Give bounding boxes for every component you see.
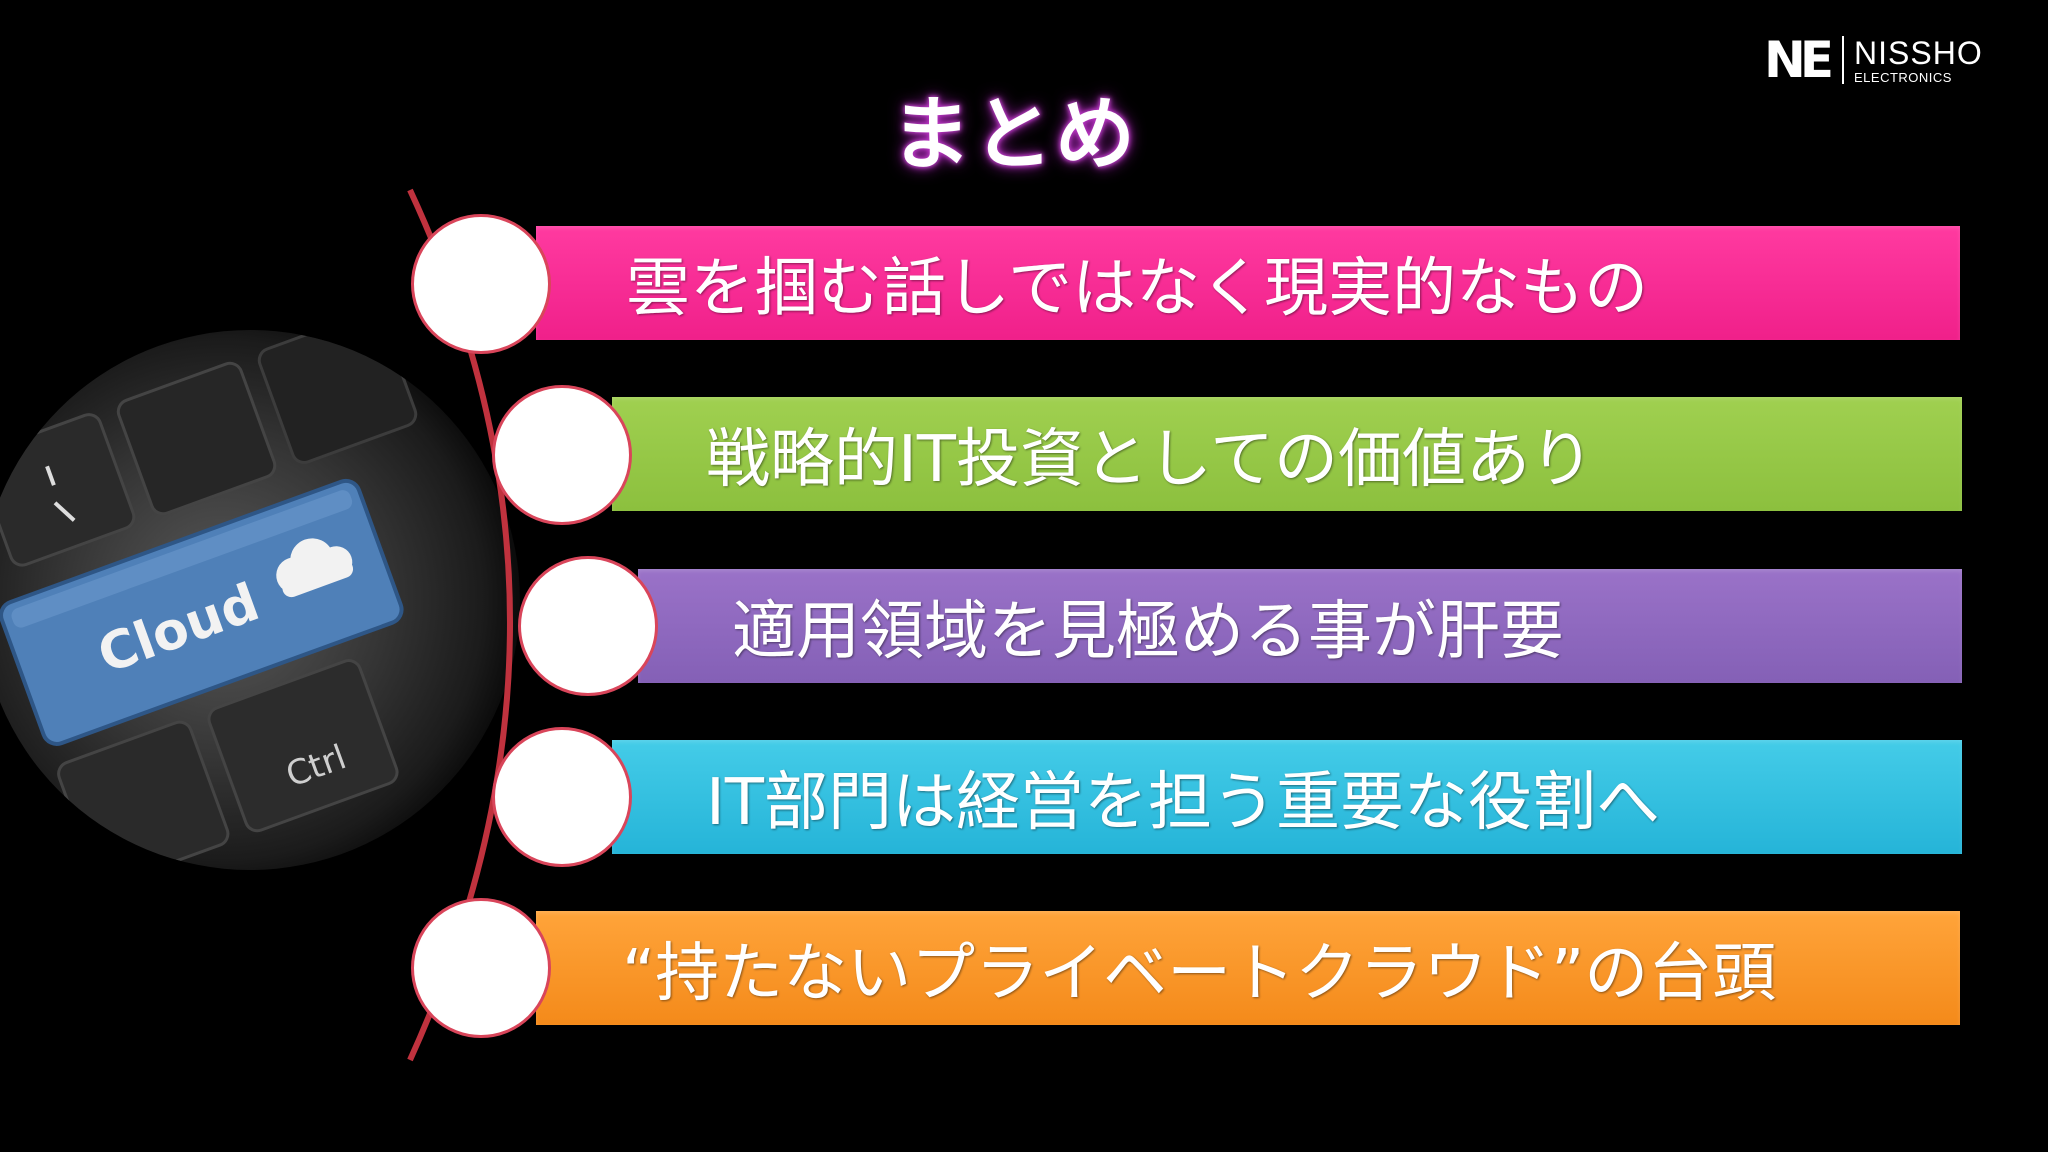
- cloud-key-highlight: [11, 490, 353, 628]
- summary-item-3: 適用領域を見極める事が肝要: [638, 569, 1962, 683]
- key-upper-right: [257, 330, 418, 464]
- bullet-circle-4: [492, 727, 632, 867]
- key-lower-left: [57, 720, 230, 870]
- bullet-circle-5: [411, 898, 551, 1038]
- summary-item-5: “持たないプライベートクラウド”の台頭: [536, 911, 1960, 1025]
- bullet-circle-1: [411, 214, 551, 354]
- logo-mark: NE: [1764, 31, 1834, 89]
- summary-item-3-text: 適用領域を見極める事が肝要: [732, 595, 1564, 669]
- ctrl-key: [207, 659, 399, 833]
- summary-item-4-text: IT部門は経営を担う重要な役割へ: [706, 766, 1660, 840]
- summary-item-2: 戦略的IT投資としての価値あり: [612, 397, 1962, 511]
- summary-item-4: IT部門は経営を担う重要な役割へ: [612, 740, 1962, 854]
- logo-divider: [1842, 36, 1845, 84]
- summary-item-2-text: 戦略的IT投資としての価値あり: [706, 423, 1595, 497]
- logo-name: NISSHO: [1854, 34, 1983, 71]
- slide-title: まとめ: [0, 70, 2048, 186]
- company-logo: NE NISSHO ELECTRONICS: [1764, 32, 2014, 88]
- logo-text: NISSHO ELECTRONICS: [1854, 37, 1983, 84]
- keyboard-photo: Cloud Ctrl: [0, 330, 520, 870]
- logo-subname: ELECTRONICS: [1854, 69, 1952, 85]
- key-glyph-backslash: [53, 501, 76, 522]
- keyboard-illustration: Cloud Ctrl: [0, 330, 418, 870]
- bullet-circle-2: [492, 385, 632, 525]
- summary-item-1-text: 雲を掴む話しではなく現実的なもの: [626, 252, 1649, 326]
- key-upper-left: [0, 413, 136, 567]
- summary-item-5-text: “持たないプライベートクラウド”の台頭: [622, 937, 1777, 1011]
- bullet-circle-3: [518, 556, 658, 696]
- cloud-icon: [276, 538, 354, 598]
- summary-item-1: 雲を掴む話しではなく現実的なもの: [536, 226, 1960, 340]
- slide-title-text: まとめ: [891, 88, 1137, 181]
- key-upper-mid: [116, 361, 277, 516]
- key-glyph-bar: [45, 465, 56, 486]
